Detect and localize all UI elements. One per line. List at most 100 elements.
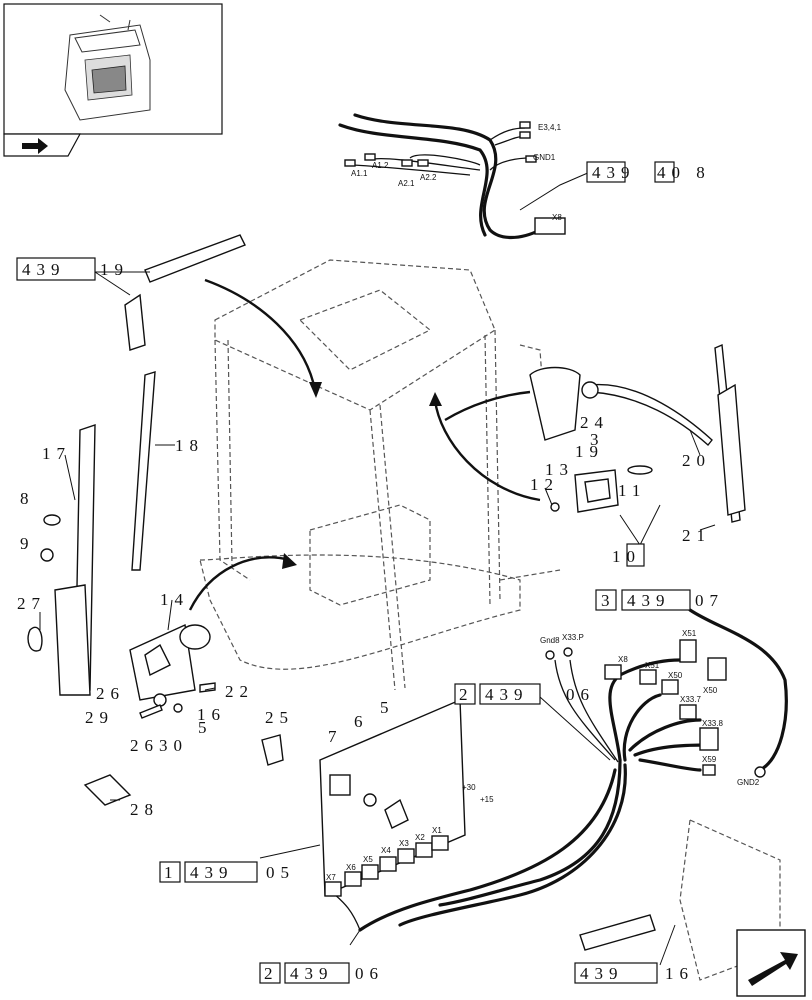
callout-29: 29 [85, 708, 114, 727]
pin-x7: X7 [326, 873, 336, 882]
right-harness[interactable] [545, 608, 788, 778]
pin-gnd8: Gnd8 [540, 636, 560, 645]
callout-9: 9 [20, 534, 35, 553]
next-page-icon[interactable] [736, 929, 806, 997]
pin-gnd1: GND1 [533, 153, 556, 162]
callout-11: 11 [618, 481, 646, 500]
main-harness[interactable] [324, 758, 627, 932]
pin-x5: X5 [363, 855, 373, 864]
pin-x51: X51 [645, 661, 660, 670]
ref-box-40 [654, 161, 675, 183]
callout-16: 16 [197, 705, 226, 724]
pin-a21: A2.1 [398, 179, 415, 188]
pin-a12: A1.2 [372, 161, 389, 170]
pin-gnd2: GND2 [737, 778, 760, 787]
callout-16-bot: 16 [665, 964, 694, 983]
cab-frame [199, 259, 561, 691]
callout-439-16: 439 [580, 964, 624, 983]
callout-06-mid: 06 [566, 685, 595, 704]
callout-10: 10 [612, 547, 641, 566]
callout-408: 40 8 [657, 163, 711, 182]
pin-e341: E3,4,1 [538, 123, 562, 132]
callout-439-roof: 439 [22, 260, 66, 279]
ref-box-1 [159, 861, 181, 883]
roof-plate[interactable] [124, 234, 246, 351]
callout-5-left: 5 [198, 718, 213, 737]
ref-box-2-bot [259, 962, 281, 984]
callout-07: 07 [695, 591, 724, 610]
pin-x59: X59 [702, 755, 717, 764]
ref-box-439-mid [479, 683, 541, 705]
callout-14: 14 [160, 590, 189, 609]
display-unit[interactable] [550, 465, 653, 513]
ref-box-439-06 [284, 962, 350, 984]
callout-26: 26 [96, 684, 125, 703]
pin-a11: A1.1 [351, 169, 368, 178]
ref-box-2-mid [454, 683, 476, 705]
roof-harness[interactable] [338, 113, 566, 240]
callout-06: 06 [355, 964, 384, 983]
callout-439-06: 439 [290, 964, 334, 983]
callout-19: 19 [100, 260, 129, 279]
callout-2-mid: 2 [459, 685, 474, 704]
callout-2-bot: 2 [264, 964, 279, 983]
wiper-blade-rear[interactable] [714, 343, 746, 523]
callout-13: 13 [545, 460, 574, 479]
front-wiper-motor[interactable] [129, 623, 211, 701]
pin-x33p: X33.P [562, 633, 584, 642]
flow-arrows [188, 278, 541, 611]
wiper-blade-front[interactable] [131, 371, 156, 571]
nav-tab-icon[interactable] [3, 133, 82, 157]
pin-x1: X1 [432, 826, 442, 835]
callout-439-r: 439 [627, 591, 671, 610]
pin-plus30: +30 [462, 783, 476, 792]
bracket-16[interactable] [579, 819, 781, 981]
thumbnail-view[interactable] [3, 3, 223, 135]
pin-plus15: +15 [480, 795, 494, 804]
callout-25: 25 [265, 708, 294, 727]
pin-x3: X3 [399, 839, 409, 848]
ref-box-439-05 [184, 861, 258, 883]
callout-439-upper: 439 [592, 163, 636, 182]
pin-x8b: X8 [618, 655, 628, 664]
pin-x4: X4 [381, 846, 391, 855]
callout-5: 5 [380, 698, 395, 717]
callout-6: 6 [354, 712, 369, 731]
pin-x338: X33.8 [702, 719, 723, 728]
callout-1-box: 1 [164, 863, 179, 882]
callout-21: 21 [682, 526, 711, 545]
pin-x2: X2 [415, 833, 425, 842]
callout-22: 22 [225, 682, 254, 701]
pin-a22: A2.2 [420, 173, 437, 182]
pin-x51b: X51 [682, 629, 697, 638]
pin-x8: X8 [552, 213, 562, 222]
callout-17: 17 [42, 444, 71, 463]
callout-19-right: 19 [575, 442, 604, 461]
callout-18: 18 [175, 436, 204, 455]
callout-24: 24 [580, 413, 609, 432]
ref-box-439-r [621, 589, 691, 611]
small-parts[interactable] [27, 514, 284, 806]
wiper-arm-front[interactable] [54, 424, 96, 696]
callout-05: 05 [266, 863, 295, 882]
ref-box-10 [626, 543, 645, 567]
callout-3: 3 [590, 430, 605, 449]
callout-20: 20 [682, 451, 711, 470]
callout-27: 27 [17, 594, 46, 613]
ref-box-439-upper [586, 161, 626, 183]
callout-8: 8 [20, 489, 35, 508]
ref-box-439-roof [16, 257, 96, 281]
callout-2630: 2630 [130, 736, 188, 755]
callout-28: 28 [130, 800, 159, 819]
pin-x50b: X50 [703, 686, 718, 695]
callout-3-box: 3 [601, 591, 616, 610]
ref-box-3 [595, 589, 617, 611]
rear-wiper-motor[interactable] [529, 366, 599, 441]
callout-439-mid: 439 [485, 685, 529, 704]
pin-x50: X50 [668, 671, 683, 680]
wiper-arm-rear[interactable] [589, 383, 713, 447]
ref-box-439-16 [574, 962, 658, 984]
callout-12: 12 [530, 475, 559, 494]
